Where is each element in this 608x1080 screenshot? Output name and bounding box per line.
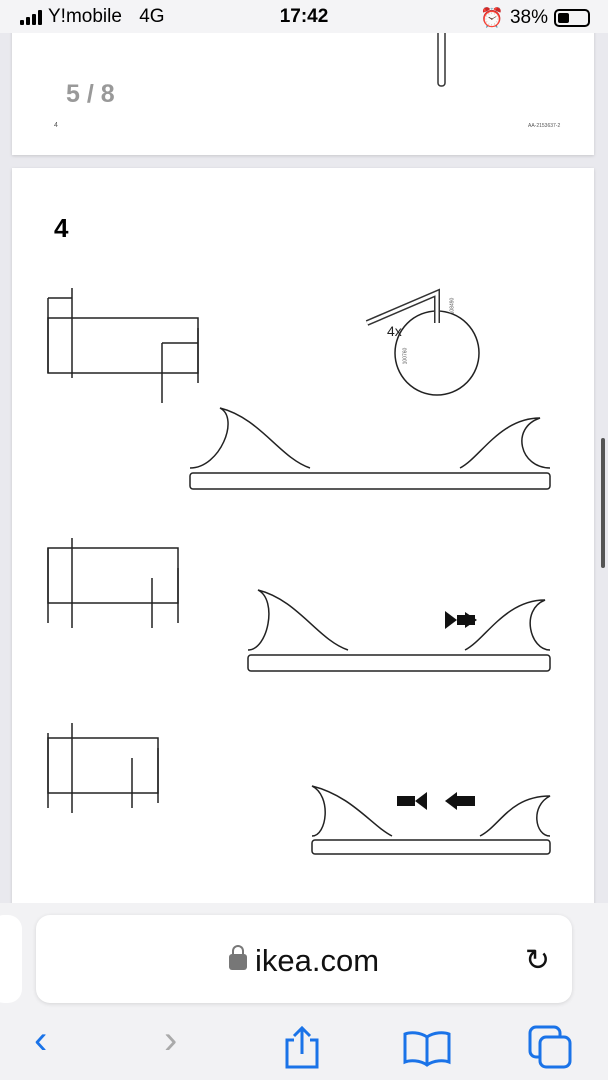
part-number: 100760 bbox=[402, 347, 409, 365]
alarm-clock-icon: ⏰ bbox=[480, 8, 504, 29]
bed-thumbnail-2 bbox=[47, 538, 179, 628]
doc-code: AA-2153637-2 bbox=[528, 123, 561, 129]
quantity-label: 4x bbox=[387, 323, 402, 339]
bed-side-view-1 bbox=[189, 407, 551, 490]
step-number: 4 bbox=[54, 213, 69, 243]
lock-icon bbox=[228, 945, 247, 970]
clock: 17:42 bbox=[279, 6, 329, 27]
arrow-left-icon bbox=[457, 796, 475, 806]
page-number: 4 bbox=[54, 122, 58, 129]
carrier: Y!mobile bbox=[48, 6, 122, 27]
bookmarks-icon[interactable] bbox=[402, 1029, 452, 1069]
share-icon[interactable] bbox=[282, 1026, 322, 1070]
network: 4G bbox=[139, 6, 165, 27]
bed-thumbnail-1 bbox=[47, 288, 199, 403]
tabs-icon[interactable] bbox=[528, 1025, 574, 1071]
part-number: 108490 bbox=[449, 297, 456, 315]
arrow-right-icon bbox=[397, 796, 415, 806]
battery-percent: 38% bbox=[509, 7, 548, 28]
scrollbar[interactable] bbox=[601, 438, 605, 568]
address-bar[interactable]: ikea.com ↻ bbox=[36, 915, 572, 1003]
bed-side-view-3 bbox=[311, 785, 551, 855]
browser-bottom-bar: ikea.com ↻ ‹ › bbox=[0, 903, 608, 1080]
rod-illustration bbox=[437, 20, 446, 87]
back-button[interactable]: ‹ bbox=[34, 1018, 48, 1062]
signal-icon bbox=[20, 9, 42, 25]
page-counter: 5 / 8 bbox=[66, 80, 115, 108]
previous-tab-peek[interactable] bbox=[0, 915, 22, 1003]
reload-icon[interactable]: ↻ bbox=[524, 944, 550, 977]
document-page-current: 4 4x 108490 100760 bbox=[12, 168, 594, 908]
forward-button[interactable]: › bbox=[164, 1018, 178, 1062]
assembly-illustration bbox=[47, 288, 551, 855]
bed-side-view-2 bbox=[247, 589, 551, 672]
document-page-prev: 5 / 8 4 AA-2153637-2 bbox=[12, 20, 594, 155]
url-text: ikea.com bbox=[254, 943, 380, 978]
battery-icon bbox=[554, 9, 590, 27]
status-bar: Y!mobile 4G 17:42 ⏰38% bbox=[0, 0, 608, 33]
bed-thumbnail-3 bbox=[47, 723, 159, 813]
